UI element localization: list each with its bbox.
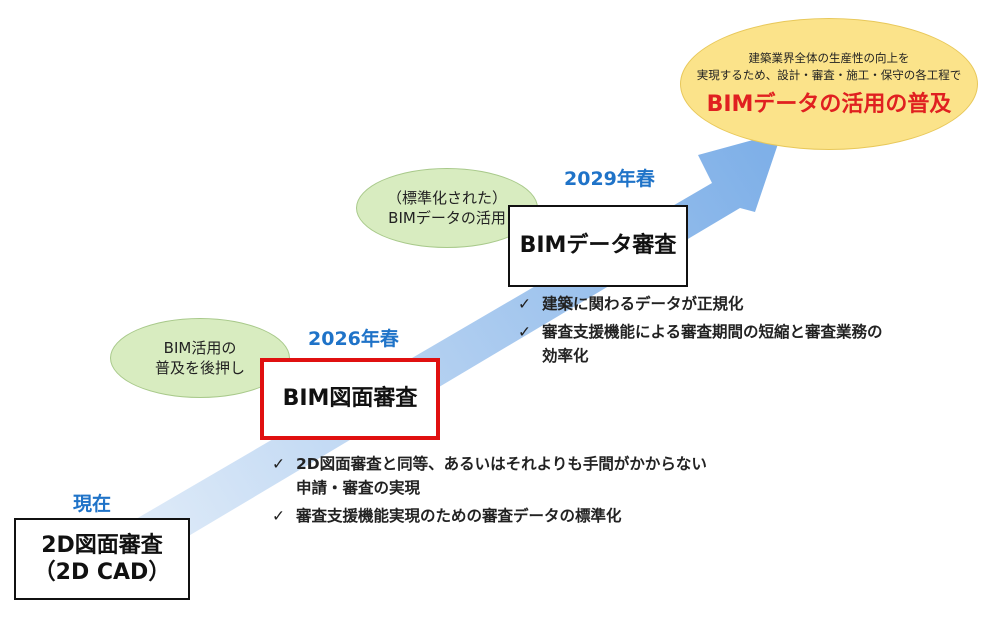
stage-bim-drawing-review-box: BIM図面審査 (260, 358, 440, 440)
bullet-line: 2D図面審査と同等、あるいはそれよりも手間がかからない (296, 455, 707, 473)
stage-2d-line1: 2D図面審査 (41, 532, 163, 558)
bim-drawing-bullet-list: ✓ 2D図面審査と同等、あるいはそれよりも手間がかからない 申請・審査の実現 ✓… (272, 452, 812, 532)
stage-bim-data-label: BIMデータ審査 (519, 233, 677, 259)
goal-line1: 建築業界全体の生産性の向上を (748, 51, 910, 66)
stage-2d-review-box: 2D図面審査 （2D CAD） (14, 518, 190, 600)
stage-bim-data-review-box: BIMデータ審査 (508, 205, 688, 287)
timing-2029-label: 2029年春 (564, 168, 655, 190)
goal-line2: 実現するため、設計・審査・施工・保守の各工程で (696, 68, 962, 82)
timing-2026-label: 2026年春 (308, 328, 399, 350)
bullet-line: 申請・審査の実現 (296, 479, 421, 498)
timing-now-label: 現在 (73, 493, 112, 515)
list-item: ✓ 建築に関わるデータが正規化 (518, 292, 988, 316)
stage-bim-drawing-label: BIM図面審査 (282, 386, 418, 412)
list-item: ✓ 審査支援機能実現のための審査データの標準化 (272, 504, 812, 528)
check-icon: ✓ (272, 455, 285, 473)
bim-data-bullet-list: ✓ 建築に関わるデータが正規化 ✓ 審査支援機能による審査期間の短縮と審査業務の… (518, 292, 988, 372)
goal-headline: BIMデータの活用の普及 (706, 91, 952, 117)
bullet-line: 審査支援機能による審査期間の短縮と審査業務の (542, 323, 883, 342)
bullet-line: 審査支援機能実現のための審査データの標準化 (296, 507, 622, 526)
list-item: ✓ 審査支援機能による審査期間の短縮と審査業務の 効率化 (518, 320, 988, 368)
check-icon: ✓ (518, 323, 531, 342)
support-bubble-line1: BIM活用の (163, 338, 237, 357)
stage-2d-line2: （2D CAD） (33, 560, 171, 585)
bullet-line: 建築に関わるデータが正規化 (542, 295, 744, 313)
list-item: ✓ 2D図面審査と同等、あるいはそれよりも手間がかからない 申請・審査の実現 (272, 452, 812, 500)
support-bubble-line2: 普及を後押し (154, 359, 245, 377)
standardized-data-bubble: （標準化された） BIMデータの活用 (356, 168, 538, 248)
standard-bubble-line1: （標準化された） (386, 188, 507, 207)
check-icon: ✓ (272, 507, 285, 526)
check-icon: ✓ (518, 295, 531, 313)
goal-ellipse: 建築業界全体の生産性の向上を 実現するため、設計・審査・施工・保守の各工程で B… (680, 18, 978, 150)
standard-bubble-line2: BIMデータの活用 (388, 209, 506, 227)
bullet-line: 効率化 (542, 347, 589, 366)
